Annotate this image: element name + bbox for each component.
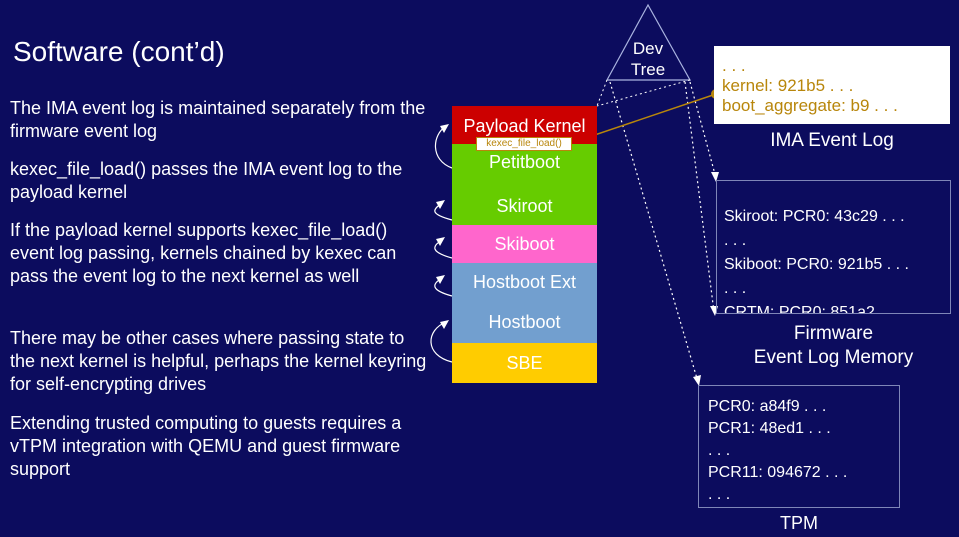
- hostboot-block: Hostboot: [452, 301, 597, 343]
- boot-chain-arrowheads: [436, 124, 449, 329]
- tpm-caption: TPM: [780, 513, 818, 533]
- arrowhead-kernel: [440, 124, 449, 133]
- firmware-log-line: CRTM: PCR0: 851a2 . . .: [724, 304, 902, 314]
- arrowhead-hostboot: [440, 320, 449, 329]
- arrowhead-skiroot: [436, 200, 445, 209]
- skiboot-block: Skiboot: [452, 225, 597, 263]
- firmware-log-line: Skiboot: PCR0: 921b5 . . .: [724, 256, 909, 273]
- firmware-caption-line1: Firmware: [793, 323, 874, 344]
- tpm-pcr-line: . . .: [708, 442, 731, 459]
- boot-chain-arrows: [430, 125, 453, 363]
- dev-tree-line1: Dev: [632, 39, 664, 58]
- petitboot-block: Petitboot: [452, 144, 597, 188]
- payload-kernel-block: Payload Kernel: [452, 106, 597, 144]
- slide-title: Software (cont’d): [13, 36, 225, 67]
- devtree-to-stack-left-line: [596, 79, 608, 107]
- dev-tree-label: Dev Tree: [623, 38, 673, 80]
- arrow-devtree-to-firmware-2: [684, 81, 715, 313]
- firmware-log-line: Skiroot: PCR0: 43c29 . . .: [724, 208, 905, 225]
- firmware-log-line: . . .: [724, 232, 747, 249]
- sbe-block: SBE: [452, 343, 597, 383]
- arrow-head-firmware-1: [711, 172, 719, 182]
- firmware-event-log-caption: Firmware Event Log Memory: [716, 322, 951, 370]
- tpm-pcr-line: PCR11: 094672 . . .: [708, 464, 848, 481]
- tpm-pcr-line: . . .: [708, 486, 731, 503]
- arrowhead-skiboot: [436, 237, 445, 246]
- arrowhead-hbext: [436, 275, 445, 284]
- kexec-file-load-label: kexec_file_load(): [476, 137, 572, 151]
- skiroot-block: Skiroot: [452, 188, 597, 225]
- tpm-pcr-line: PCR1: 48ed1 . . .: [708, 420, 831, 437]
- dev-tree-line2: Tree: [630, 60, 666, 79]
- bullet-kexec-passes-log: kexec_file_load() passes the IMA event l…: [10, 159, 403, 202]
- arrow-devtree-to-firmware-1: [689, 81, 717, 179]
- ima-event-log-box: . . . kernel: 921b5 . . . boot_aggregate…: [714, 46, 950, 124]
- tpm-box: PCR0: a84f9 . . . PCR1: 48ed1 . . . . . …: [698, 385, 900, 508]
- firmware-event-log-box: Skiroot: PCR0: 43c29 . . . . . . Skiboot…: [716, 180, 951, 314]
- curve-arrow-hbext-to-skiboot: [434, 239, 453, 259]
- bullet-vtpm-guests: Extending trusted computing to guests re…: [10, 413, 402, 479]
- dev-tree-triangle: [605, 3, 692, 81]
- bullet-ima-log-separate: The IMA event log is maintained separate…: [10, 98, 426, 141]
- hostboot-ext-block: Hostboot Ext: [452, 263, 597, 301]
- bullet-chained-kexec: If the payload kernel supports kexec_fil…: [10, 220, 397, 286]
- ima-event-log-caption: IMA Event Log: [770, 130, 894, 151]
- devtree-to-stack-right-line: [596, 79, 691, 107]
- curve-arrow-hb-to-hbext: [434, 277, 453, 297]
- arrow-head-tpm: [693, 375, 701, 386]
- ima-log-line: boot_aggregate: b9 . . .: [722, 96, 898, 115]
- firmware-caption-line2: Event Log Memory: [753, 347, 914, 368]
- firmware-log-line: . . .: [724, 280, 747, 297]
- curve-arrow-skiboot-to-skiroot: [434, 202, 453, 221]
- curve-arrow-sbe-to-hb: [430, 321, 453, 363]
- tpm-pcr-line: PCR0: a84f9 . . .: [708, 398, 827, 415]
- ima-log-line: kernel: 921b5 . . .: [722, 76, 854, 95]
- ima-log-line: . . .: [722, 56, 746, 75]
- arrow-devtree-to-tpm: [609, 81, 699, 383]
- bullet-other-state: There may be other cases where passing s…: [10, 328, 427, 394]
